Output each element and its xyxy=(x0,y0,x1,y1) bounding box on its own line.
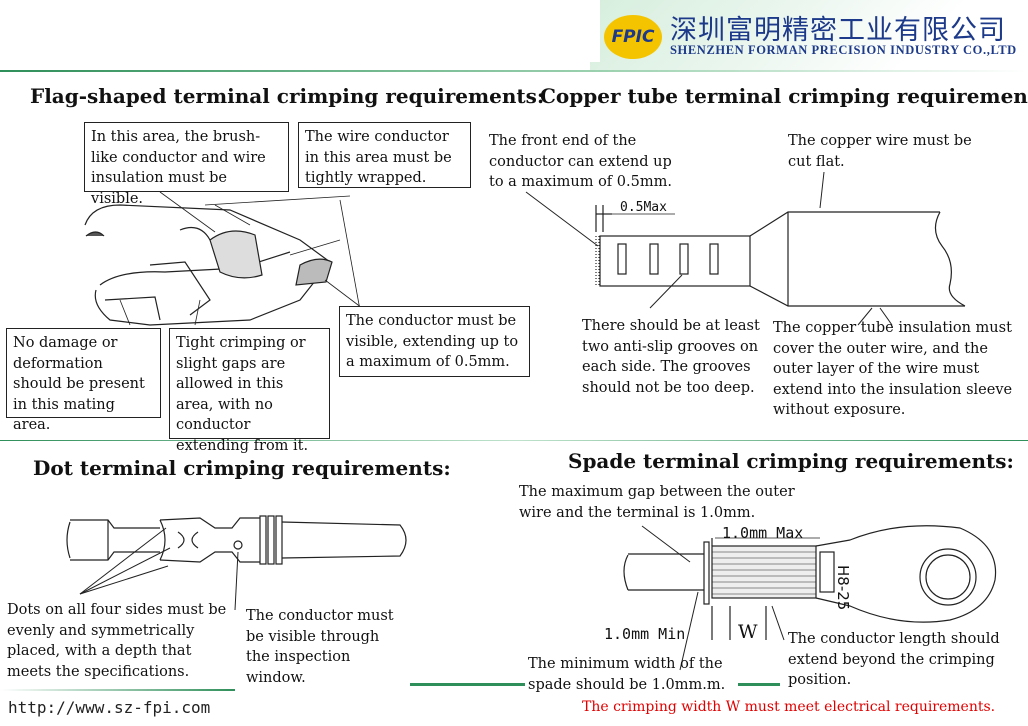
spade-dim-min: 1.0mm Min xyxy=(604,625,686,643)
copper-note-front: The front end of the conductor can exten… xyxy=(489,133,672,190)
flag-note-wrapped: The wire conductor in this area must be … xyxy=(298,122,471,188)
copper-heading: Copper tube terminal crimping requiremen… xyxy=(540,84,1028,108)
company-name-cn: 深圳富明精密工业有限公司 xyxy=(670,15,1006,46)
dot-heading: Dot terminal crimping requirements: xyxy=(33,456,451,480)
copper-dim-label: 0.5Max xyxy=(620,200,667,215)
spade-stamp-label: H8-25 xyxy=(834,565,852,611)
header-banner xyxy=(590,0,1028,70)
flag-note-gaps: Tight crimping or slight gaps are allowe… xyxy=(169,328,330,454)
flag-note-brush: In this area, the brush-like conductor a… xyxy=(84,122,289,207)
spade-note-gap: The maximum gap between the outer wire a… xyxy=(519,484,795,521)
bottom-divider-left xyxy=(0,689,235,691)
footer-url-link[interactable]: http://www.sz-fpi.com xyxy=(8,698,211,717)
copper-note-grooves: There should be at least two anti-slip g… xyxy=(582,318,760,396)
spade-dim-max: 1.0mm Max xyxy=(722,524,804,542)
spade-w-label: W xyxy=(738,621,758,643)
bottom-divider-mid xyxy=(410,683,525,686)
top-divider xyxy=(0,70,1028,72)
dot-note-window: The conductor must be visible through th… xyxy=(246,608,394,686)
company-logo: FPIC xyxy=(604,15,662,59)
flag-note-damage: No damage or deformation should be prese… xyxy=(6,328,161,433)
dot-note-dots: Dots on all four sides must be evenly an… xyxy=(7,602,227,680)
bottom-divider-right xyxy=(738,683,780,686)
flag-note-visible: The conductor must be visible, extending… xyxy=(339,306,530,377)
company-name-en: SHENZHEN FORMAN PRECISION INDUSTRY CO.,L… xyxy=(670,43,1017,57)
spade-heading: Spade terminal crimping requirements: xyxy=(568,449,1014,473)
flag-terminal-drawing xyxy=(84,191,371,326)
flag-heading: Flag-shaped terminal crimping requiremen… xyxy=(30,84,545,108)
copper-tube-drawing xyxy=(525,171,966,326)
logo-text: FPIC xyxy=(611,27,655,47)
dot-terminal-drawing xyxy=(66,515,407,611)
header-left-gradient xyxy=(0,0,600,62)
footer-warning: The crimping width W must meet electrica… xyxy=(582,699,996,715)
spade-note-length: The conductor length should extend beyon… xyxy=(788,631,1000,688)
spade-note-min-width: The minimum width of the spade should be… xyxy=(528,656,726,693)
copper-note-cut: The copper wire must be cut flat. xyxy=(788,133,972,170)
middle-divider xyxy=(0,440,1028,441)
copper-note-insulation: The copper tube insulation must cover th… xyxy=(773,320,1013,418)
